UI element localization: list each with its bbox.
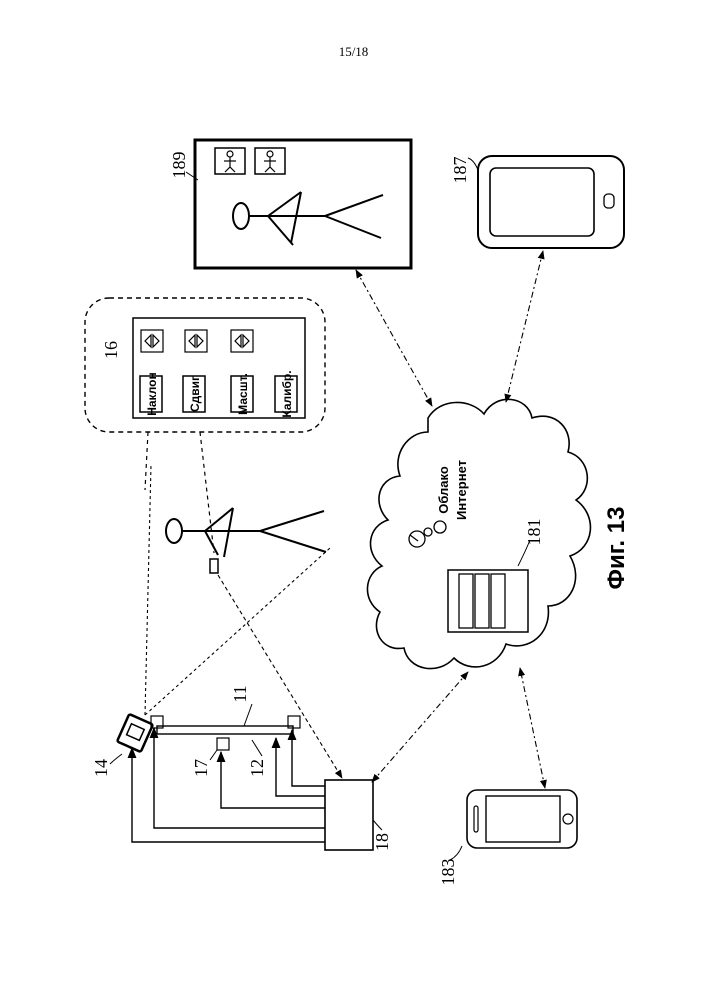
button-label-calibrate: Калибр. (280, 370, 294, 417)
cloud-label-line2: Интернет (454, 460, 469, 520)
cloud-label-line1: Облако (436, 466, 451, 514)
leader-17 (210, 750, 217, 760)
ref-189: 189 (169, 152, 189, 179)
camera-field-of-view (145, 465, 330, 715)
ref-17: 17 (191, 759, 211, 777)
mobile-phone-183 (467, 790, 577, 848)
button-label-shift: Сдвиг (188, 376, 202, 412)
ref-12: 12 (247, 759, 267, 777)
ref-14: 14 (91, 759, 111, 777)
tablet-187 (478, 156, 624, 248)
button-label-tilt: Наклон (145, 372, 159, 416)
ref-183: 183 (438, 859, 458, 886)
network-links (356, 251, 545, 788)
control-panel-16 (85, 298, 325, 553)
leader-18 (373, 820, 382, 830)
display-189 (195, 140, 411, 268)
leader-14 (110, 754, 122, 764)
leader-11 (244, 704, 252, 726)
ref-16: 16 (101, 341, 121, 359)
person-figure (166, 508, 326, 573)
leader-183 (450, 846, 462, 860)
server-181 (448, 570, 528, 632)
ref-181: 181 (524, 519, 544, 546)
ref-18: 18 (372, 833, 392, 851)
camera-14 (117, 714, 153, 752)
apparatus-11-12 (151, 716, 300, 750)
ref-187: 187 (450, 157, 470, 184)
remote-signal-line (218, 575, 342, 778)
ref-11: 11 (230, 685, 250, 702)
controller-18 (325, 780, 373, 850)
leader-12 (252, 740, 262, 756)
button-label-scale: Масшт. (236, 373, 250, 415)
figure-caption: Фиг. 13 (603, 507, 630, 590)
